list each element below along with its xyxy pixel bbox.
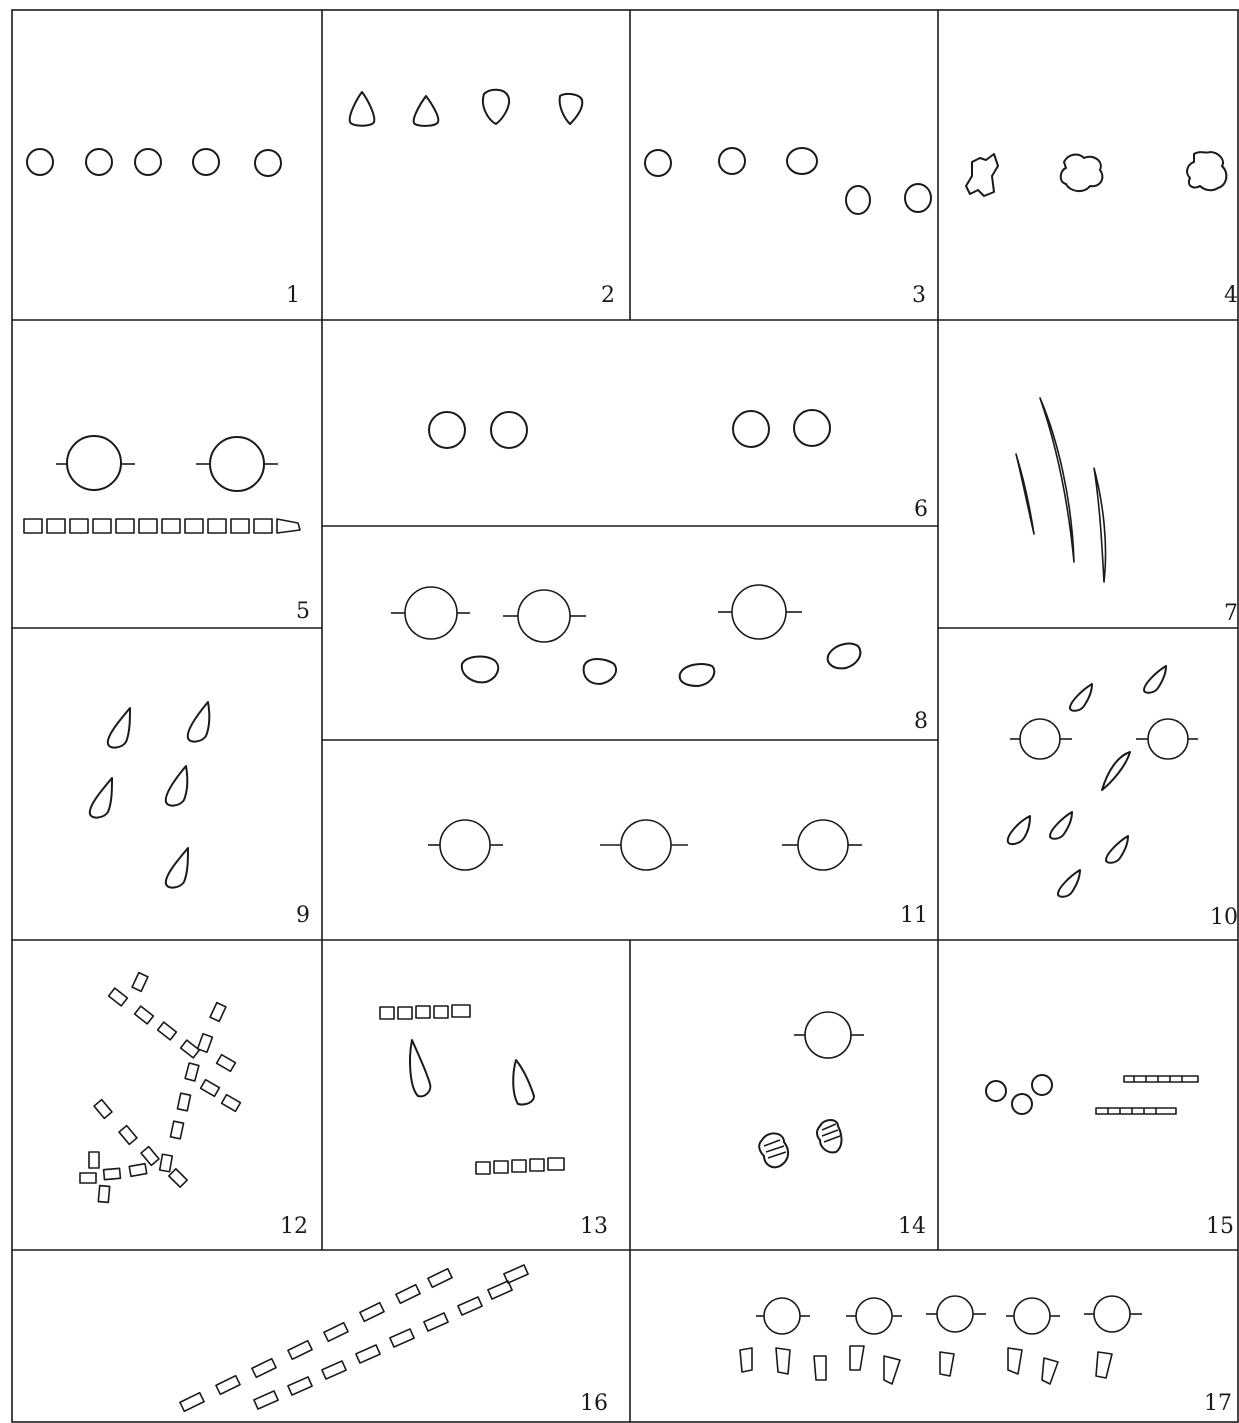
panel-5: 5 bbox=[24, 436, 310, 624]
panel-label: 17 bbox=[1204, 1391, 1232, 1416]
stone-row bbox=[24, 519, 300, 533]
panel-9: 9 bbox=[90, 702, 310, 928]
panel-8: 8 bbox=[391, 585, 928, 734]
panel-6: 6 bbox=[429, 410, 928, 522]
panel-label: 14 bbox=[898, 1214, 926, 1239]
panel-13: 13 bbox=[380, 1005, 608, 1239]
panel-11: 11 bbox=[428, 820, 928, 928]
panel-1: 1 bbox=[27, 149, 300, 308]
panel-label: 3 bbox=[912, 283, 926, 308]
panel-label: 9 bbox=[296, 903, 310, 928]
panel-label: 2 bbox=[601, 283, 615, 308]
panel-3: 3 bbox=[645, 148, 931, 308]
panel-label: 4 bbox=[1224, 283, 1238, 308]
panel-label: 6 bbox=[914, 497, 928, 522]
panel-15: 15 bbox=[986, 1075, 1234, 1239]
panel-label: 11 bbox=[900, 903, 928, 928]
panel-grid bbox=[12, 10, 1238, 1422]
panel-10: 10 bbox=[1008, 666, 1238, 930]
panel-16: 16 bbox=[180, 1265, 608, 1416]
panel-label: 1 bbox=[286, 283, 300, 308]
panel-2: 2 bbox=[350, 90, 615, 308]
panel-label: 16 bbox=[580, 1391, 608, 1416]
panel-label: 8 bbox=[914, 709, 928, 734]
panel-14: 14 bbox=[759, 1012, 926, 1239]
panel-7: 7 bbox=[1016, 398, 1238, 626]
panel-label: 12 bbox=[280, 1214, 308, 1239]
stone-row-lower bbox=[254, 1265, 528, 1409]
panel-label: 15 bbox=[1206, 1214, 1234, 1239]
panel-12: 12 bbox=[80, 973, 308, 1239]
panel-label: 13 bbox=[580, 1214, 608, 1239]
panel-4: 4 bbox=[966, 152, 1238, 308]
panel-17: 17 bbox=[740, 1296, 1232, 1416]
panel-label: 5 bbox=[296, 599, 310, 624]
panel-label: 10 bbox=[1210, 905, 1238, 930]
panel-label: 7 bbox=[1224, 601, 1238, 626]
